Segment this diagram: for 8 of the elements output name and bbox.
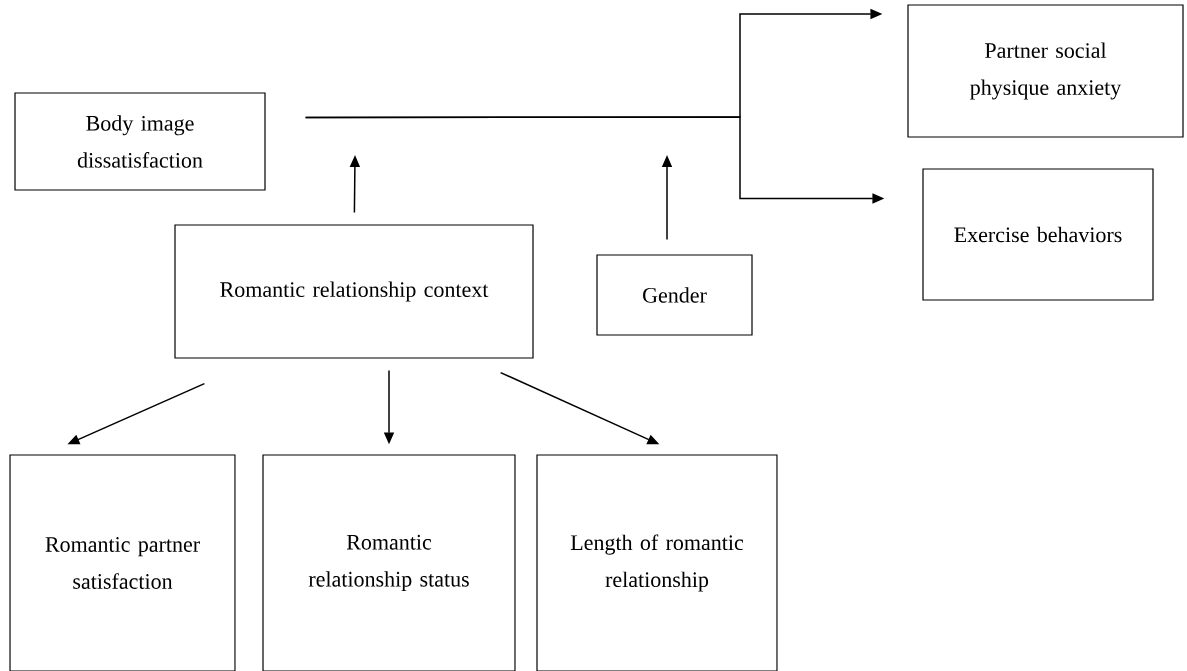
text-box: Romantic relationship context — [174, 224, 534, 359]
text-box: Gender — [596, 254, 753, 336]
text-box: Partner social physique anxiety — [907, 4, 1184, 138]
text-box: Exercise behaviors — [922, 168, 1154, 301]
text-box: Length of romantic relationship — [536, 454, 778, 671]
text-box: Romantic relationship status — [262, 454, 516, 671]
text-box: Body image dissatisfaction — [14, 92, 266, 191]
text-box: Romantic partner satisfaction — [9, 454, 236, 671]
